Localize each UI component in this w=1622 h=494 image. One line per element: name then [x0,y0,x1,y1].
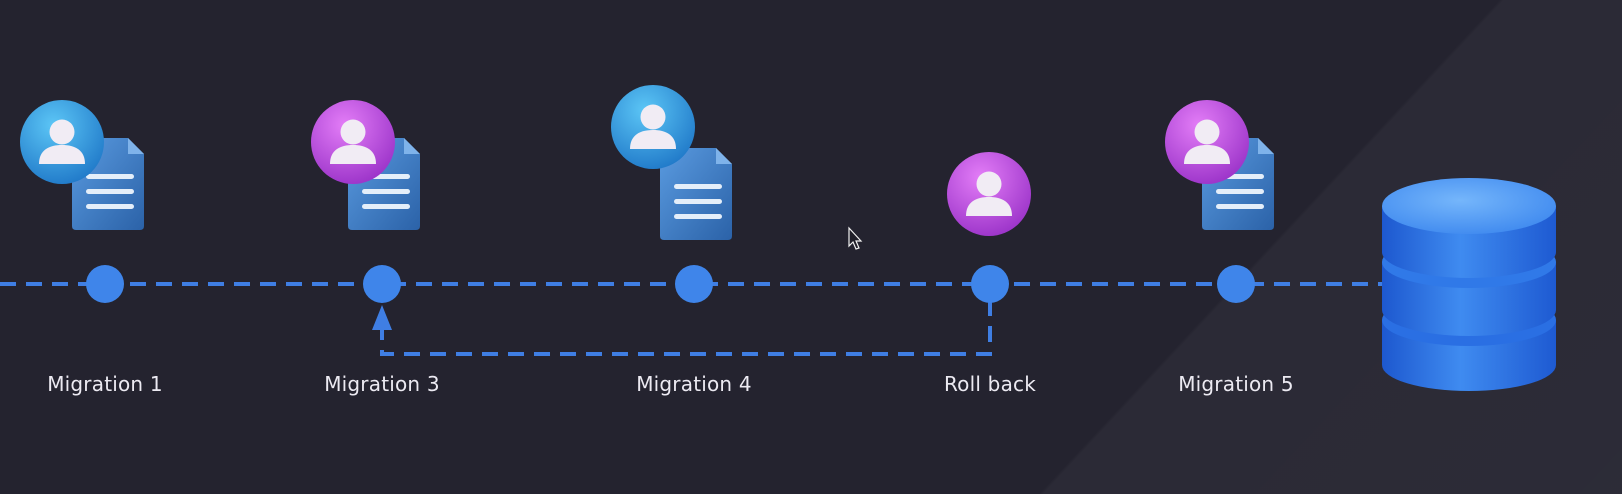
timeline-node-roll-back [971,265,1009,303]
rollback-connector [380,300,992,356]
milestone-label-migration-5: Migration 5 [1178,372,1294,396]
timeline-node-migration-3 [363,265,401,303]
milestone-label-migration-4: Migration 4 [636,372,752,396]
milestone-label-migration-3: Migration 3 [324,372,440,396]
database-icon [1382,178,1556,391]
mouse-pointer-icon [848,226,863,250]
timeline-node-migration-5 [1217,265,1255,303]
milestone-label-migration-1: Migration 1 [47,372,163,396]
rollback-arrowhead [372,305,392,330]
timeline-node-migration-1 [86,265,124,303]
timeline-node-migration-4 [675,265,713,303]
milestone-label-roll-back: Roll back [943,372,1037,396]
